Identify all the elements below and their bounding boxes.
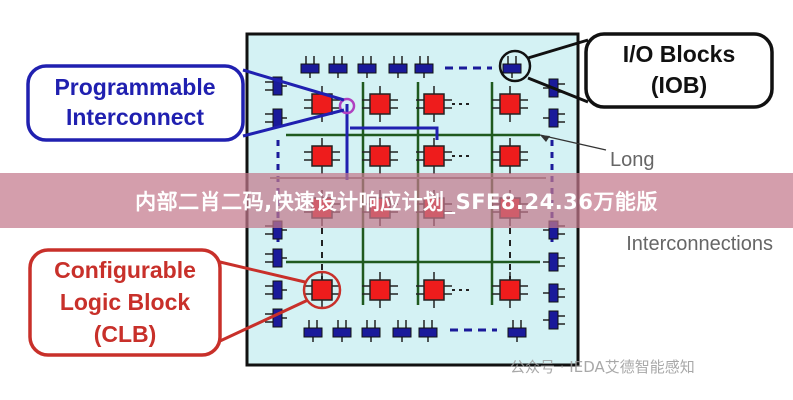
interconnect-label-box [26, 64, 245, 142]
iob-block [332, 320, 352, 342]
iob-block [300, 56, 320, 78]
iob-block [392, 320, 412, 342]
banner-text: 内部二肖二码,快速设计响应计划_SFE8.24.36万能版 [135, 189, 658, 214]
iob-highlight-circle [498, 49, 532, 83]
clb-block [304, 272, 340, 308]
clb-block [362, 86, 398, 122]
interconnect-callout-line [242, 68, 345, 102]
clb-square [311, 145, 333, 167]
clb-square [423, 145, 445, 167]
routing-wire [350, 126, 439, 140]
clb-block [416, 86, 452, 122]
iob-rect [357, 63, 377, 74]
interconnect-label: Programmable [54, 74, 215, 100]
iob-rect [507, 327, 527, 338]
iob-rect [548, 108, 559, 128]
iob-rect [388, 63, 408, 74]
iob-block [543, 252, 565, 272]
clb-label: Logic Block [60, 289, 191, 315]
iob-rect [272, 280, 283, 300]
interconnect-label: Interconnect [66, 104, 204, 130]
clb-callout-line [204, 298, 309, 350]
clb-block [492, 138, 528, 174]
iob-rect [414, 63, 434, 74]
clb-square [423, 93, 445, 115]
clb-square [499, 279, 521, 301]
iob-rect [392, 327, 412, 338]
iob-label: I/O Blocks [623, 41, 735, 67]
arrow-head-icon [540, 135, 550, 142]
iob-rect [272, 248, 283, 268]
iob-rect [272, 76, 283, 96]
clb-block [362, 138, 398, 174]
iob-label-box [584, 32, 774, 109]
iob-block [418, 320, 438, 342]
iob-rect [361, 327, 381, 338]
iob-block [502, 56, 522, 78]
clb-label: (CLB) [94, 321, 157, 347]
iob-callout-line [527, 76, 589, 104]
clb-block [492, 86, 528, 122]
iob-rect [502, 63, 522, 74]
iob-rect [548, 310, 559, 330]
clb-square [369, 93, 391, 115]
pip-highlight-circle [338, 97, 356, 115]
iob-rect [548, 252, 559, 272]
iob-rect [300, 63, 320, 74]
iob-block [543, 108, 565, 128]
clb-block [362, 272, 398, 308]
title-banner: 内部二肖二码,快速设计响应计划_SFE8.24.36万能版 [0, 173, 793, 228]
iob-block [265, 280, 287, 300]
iob-label: (IOB) [651, 72, 707, 98]
iob-block [265, 76, 287, 96]
watermark-text: 公众号 · IEDA艾德智能感知 [510, 358, 695, 376]
iob-block [361, 320, 381, 342]
iob-block [303, 320, 323, 342]
clb-square [423, 279, 445, 301]
iob-rect [418, 327, 438, 338]
clb-square [499, 93, 521, 115]
clb-block [416, 272, 452, 308]
iob-block [328, 56, 348, 78]
iob-rect [328, 63, 348, 74]
clb-square [369, 279, 391, 301]
clb-square [499, 145, 521, 167]
iob-block [265, 308, 287, 328]
iob-rect [332, 327, 352, 338]
interconnect-callout-line [242, 108, 345, 138]
iob-block [543, 310, 565, 330]
clb-label-box [28, 248, 222, 357]
iob-rect [548, 283, 559, 303]
clb-block [492, 272, 528, 308]
clb-callout-line [219, 260, 306, 284]
long-interconnect-label: Interconnections [626, 233, 773, 255]
iob-block [388, 56, 408, 78]
iob-rect [272, 108, 283, 128]
iob-block [507, 320, 527, 342]
clb-square [369, 145, 391, 167]
long-line-callout [539, 134, 607, 151]
clb-block [304, 138, 340, 174]
clb-highlight-circle [302, 270, 342, 310]
iob-rect [272, 308, 283, 328]
iob-rect [303, 327, 323, 338]
long-interconnect-label: Long [610, 149, 655, 171]
iob-block [414, 56, 434, 78]
iob-block [357, 56, 377, 78]
clb-square [311, 279, 333, 301]
clb-block [416, 138, 452, 174]
iob-callout-line [527, 38, 589, 60]
iob-block [543, 283, 565, 303]
watermark: 公众号 · IEDA艾德智能感知 [510, 356, 695, 377]
clb-label: Configurable [54, 257, 196, 283]
iob-block [265, 248, 287, 268]
